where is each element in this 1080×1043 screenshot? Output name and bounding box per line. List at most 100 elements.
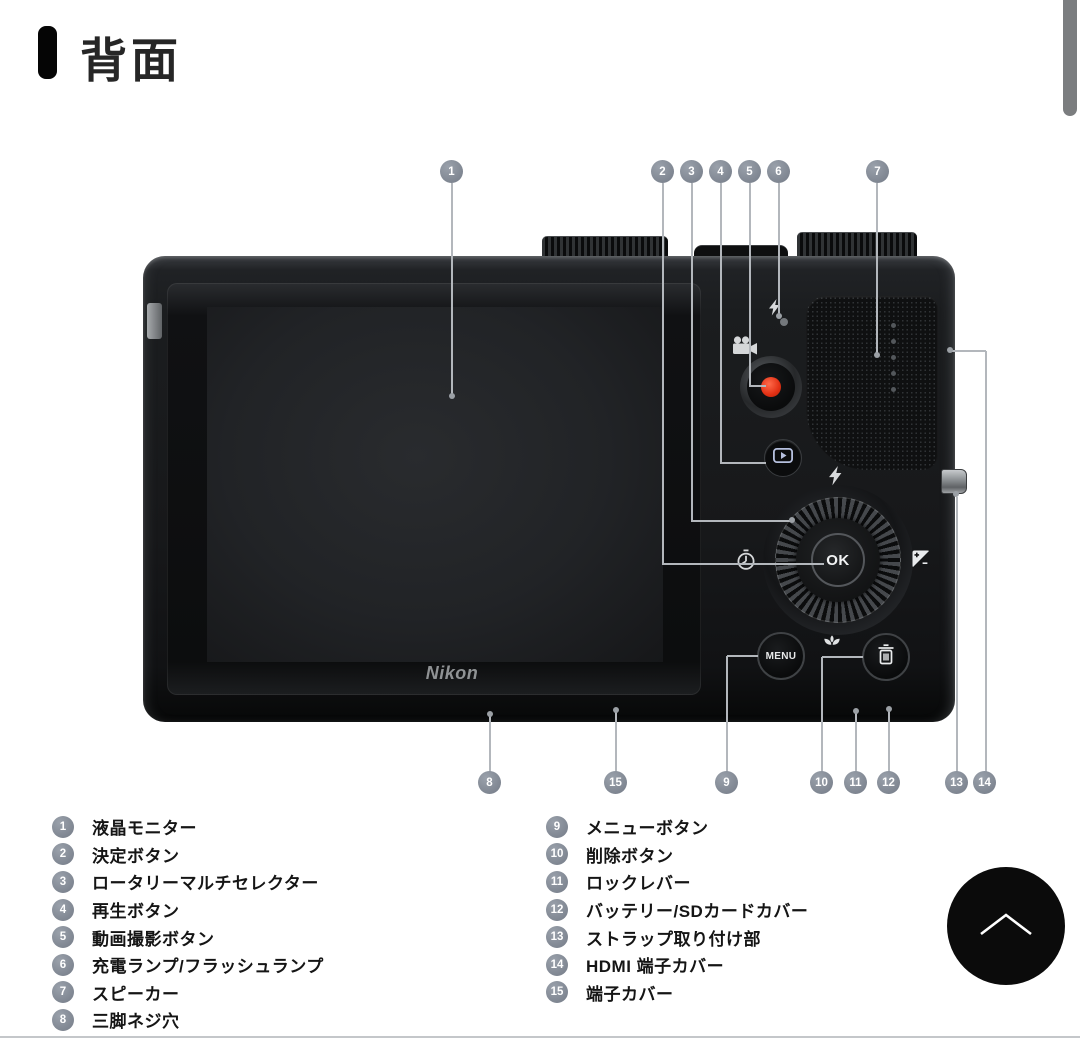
page-title: 背面 (80, 34, 182, 87)
ok-button: OK (811, 533, 865, 587)
legend-label: 充電ランプ/フラッシュランプ (92, 957, 324, 977)
callout-13: 13 (945, 771, 968, 794)
leader-line-8 (489, 716, 491, 772)
legend-badge: 1 (52, 815, 74, 838)
speaker-hole (891, 387, 896, 392)
callout-6: 6 (767, 160, 790, 183)
legend-label: バッテリー/SDカードカバー (586, 902, 809, 922)
menu-button: MENU (757, 632, 805, 680)
leader-dot-3 (789, 517, 795, 523)
legend-label: 液晶モニター (92, 819, 197, 839)
scrollbar-thumb[interactable] (1063, 0, 1077, 116)
legend-label: ロータリーマルチセレクター (92, 874, 319, 894)
legend-badge: 15 (546, 981, 568, 1004)
leader-dot-13 (953, 491, 959, 497)
legend-badge: 12 (546, 898, 568, 921)
leader-line-11 (855, 713, 857, 772)
leader-dot-8 (487, 711, 493, 717)
left-strap-lug (147, 303, 162, 339)
playback-button (764, 439, 802, 477)
legend-label: HDMI 端子カバー (586, 957, 725, 977)
callout-2: 2 (651, 160, 674, 183)
back-to-top-button[interactable] (947, 867, 1065, 985)
bottom-divider (0, 1036, 1080, 1038)
legend-item-3: 3 ロータリーマルチセレクター (52, 868, 324, 896)
leader-line-14 (985, 351, 987, 772)
plus-minus-square-icon (912, 550, 930, 573)
legend-right-column: 9 メニューボタン 10 削除ボタン 11 ロックレバー 12 バッテリー/SDカードカ… (546, 813, 808, 1006)
callout-10: 10 (810, 771, 833, 794)
legend-item-15: 15 端子カバー (546, 979, 808, 1007)
legend-item-1: 1 液晶モニター (52, 813, 324, 841)
leader-line-9 (726, 656, 728, 772)
legend-badge: 3 (52, 870, 74, 893)
thumb-rest-pad (806, 296, 938, 470)
flash-lamp-icon (769, 299, 780, 321)
callout-7: 7 (866, 160, 889, 183)
speaker-hole (891, 339, 896, 344)
legend-label: ロックレバー (586, 874, 691, 894)
callout-1: 1 (440, 160, 463, 183)
legend-badge: 11 (546, 870, 568, 893)
legend-item-14: 14 HDMI 端子カバー (546, 951, 808, 979)
leader-line-10 (822, 656, 863, 658)
legend-badge: 2 (52, 843, 74, 866)
legend-item-10: 10 削除ボタン (546, 841, 808, 869)
callout-5: 5 (738, 160, 761, 183)
callout-3: 3 (680, 160, 703, 183)
legend-item-11: 11 ロックレバー (546, 868, 808, 896)
leader-line-2 (662, 183, 664, 565)
speaker-hole (891, 371, 896, 376)
legend-label: 端子カバー (586, 984, 674, 1004)
callout-9: 9 (715, 771, 738, 794)
leader-dot-15 (613, 707, 619, 713)
brand-logo: Nikon (425, 663, 479, 683)
leader-dot-6 (776, 313, 782, 319)
speaker-hole (891, 355, 896, 360)
leader-line-7 (876, 183, 878, 355)
command-dial-top (797, 232, 917, 260)
leader-line-3 (691, 183, 693, 522)
legend-badge: 10 (546, 843, 568, 866)
leader-line-2 (663, 563, 824, 565)
lcd-monitor (207, 307, 663, 662)
legend-label: 動画撮影ボタン (92, 929, 215, 949)
legend-badge: 13 (546, 926, 568, 949)
leader-line-6 (778, 183, 780, 316)
legend-label: メニューボタン (586, 819, 709, 839)
leader-line-12 (888, 711, 890, 772)
legend-badge: 7 (52, 981, 74, 1004)
play-button-icon (772, 447, 794, 468)
leader-line-5 (750, 385, 766, 387)
leader-line-5 (749, 183, 751, 387)
movie-camera-icon (732, 336, 758, 360)
leader-line-4 (721, 462, 766, 464)
flash-mode-icon (829, 466, 842, 491)
legend-item-5: 5 動画撮影ボタン (52, 923, 324, 951)
legend-label: 削除ボタン (586, 846, 674, 866)
legend-label: 決定ボタン (92, 846, 180, 866)
legend-label: 再生ボタン (92, 902, 180, 922)
leader-dot-11 (853, 708, 859, 714)
chevron-up-icon (977, 910, 1035, 943)
callout-8: 8 (478, 771, 501, 794)
leader-line-14 (952, 350, 986, 352)
charge-lamp (780, 318, 788, 326)
leader-line-15 (615, 712, 617, 772)
leader-line-3 (692, 520, 792, 522)
top-hump (694, 245, 788, 259)
leader-line-1 (451, 183, 453, 396)
legend-badge: 9 (546, 815, 568, 838)
leader-dot-14 (947, 347, 953, 353)
leader-line-4 (720, 183, 722, 464)
leader-dot-7 (874, 352, 880, 358)
legend-badge: 5 (52, 926, 74, 949)
callout-11: 11 (844, 771, 867, 794)
leader-line-9 (727, 655, 758, 657)
leader-dot-1 (449, 393, 455, 399)
leader-dot-12 (886, 706, 892, 712)
legend-badge: 14 (546, 953, 568, 976)
